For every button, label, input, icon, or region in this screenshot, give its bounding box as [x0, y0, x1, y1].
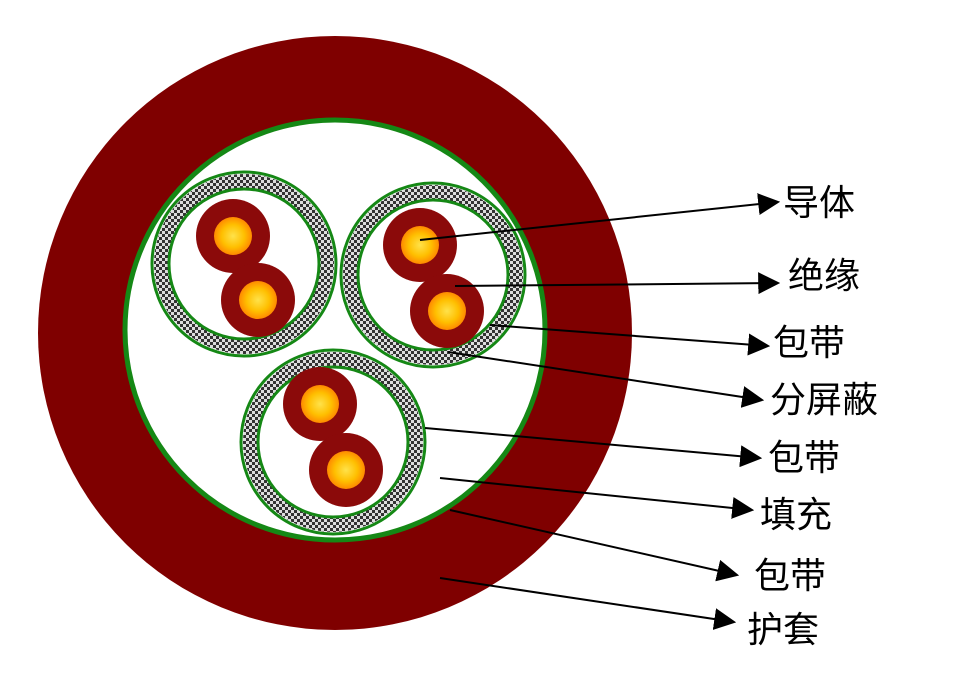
leader-individual-shield — [447, 351, 765, 408]
pair-1-shield — [154, 174, 334, 354]
label-jacket: 护套 — [747, 610, 819, 651]
label-filler: 填充 — [760, 495, 832, 536]
pair-1 — [150, 170, 338, 358]
pair-3 — [239, 348, 427, 536]
pair-1-conductor-b — [239, 281, 277, 319]
leader-inner-wrap — [424, 427, 763, 468]
pair-2-conductor-a — [401, 226, 439, 264]
pair-2-conductor-b — [428, 292, 466, 330]
label-pair-wrap: 包带 — [773, 323, 845, 364]
pair-3-conductor-b — [327, 451, 365, 489]
leader-insulation — [454, 272, 781, 295]
label-insulation: 绝缘 — [788, 256, 860, 297]
label-conductor: 导体 — [783, 183, 855, 224]
label-individual-shield: 分屏蔽 — [770, 380, 878, 421]
leader-filler — [439, 477, 755, 519]
leader-jacket — [439, 577, 737, 630]
pair-2 — [339, 181, 527, 369]
pair-1-conductor-a — [214, 217, 252, 255]
pair-2-shield — [343, 185, 523, 365]
label-outer-wrap: 包带 — [754, 556, 826, 597]
leader-outer-wrap — [449, 509, 740, 582]
leader-conductor — [419, 193, 781, 241]
label-inner-wrap: 包带 — [768, 438, 840, 479]
pair-3-conductor-a — [301, 385, 339, 423]
pair-3-shield — [243, 352, 423, 532]
leader-pair-wrap — [489, 324, 771, 356]
